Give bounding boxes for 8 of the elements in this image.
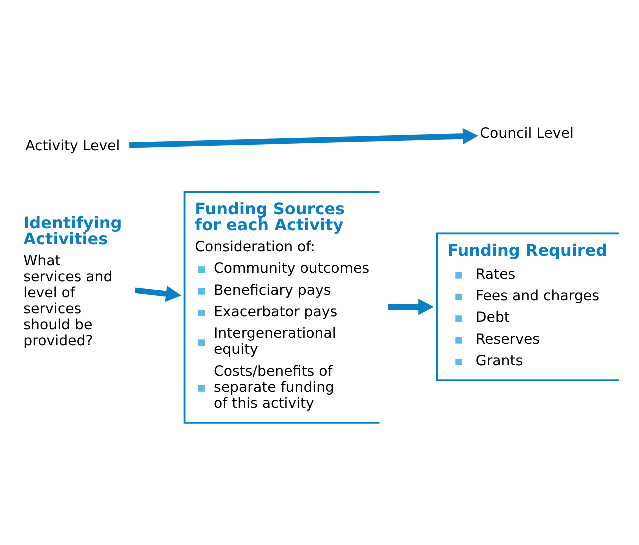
node-text: Activity Level: [26, 138, 120, 154]
node-text: Identifying Activities What services and level of services should be provided?: [24, 214, 122, 350]
arrow: [135, 286, 182, 302]
arrow: [388, 298, 434, 316]
arrow: [129, 128, 479, 148]
node-text: Funding Required Rates Fees and charges Debt Reserves Grants: [448, 240, 608, 370]
node-text: Council Level: [480, 126, 574, 142]
node-text: Funding Sources for each Activity Consideration of: Community outcomes Beneficiary pays Exacerbator pays Intergenerational equity Costs/benefits of separate funding of this activity: [195, 199, 370, 412]
